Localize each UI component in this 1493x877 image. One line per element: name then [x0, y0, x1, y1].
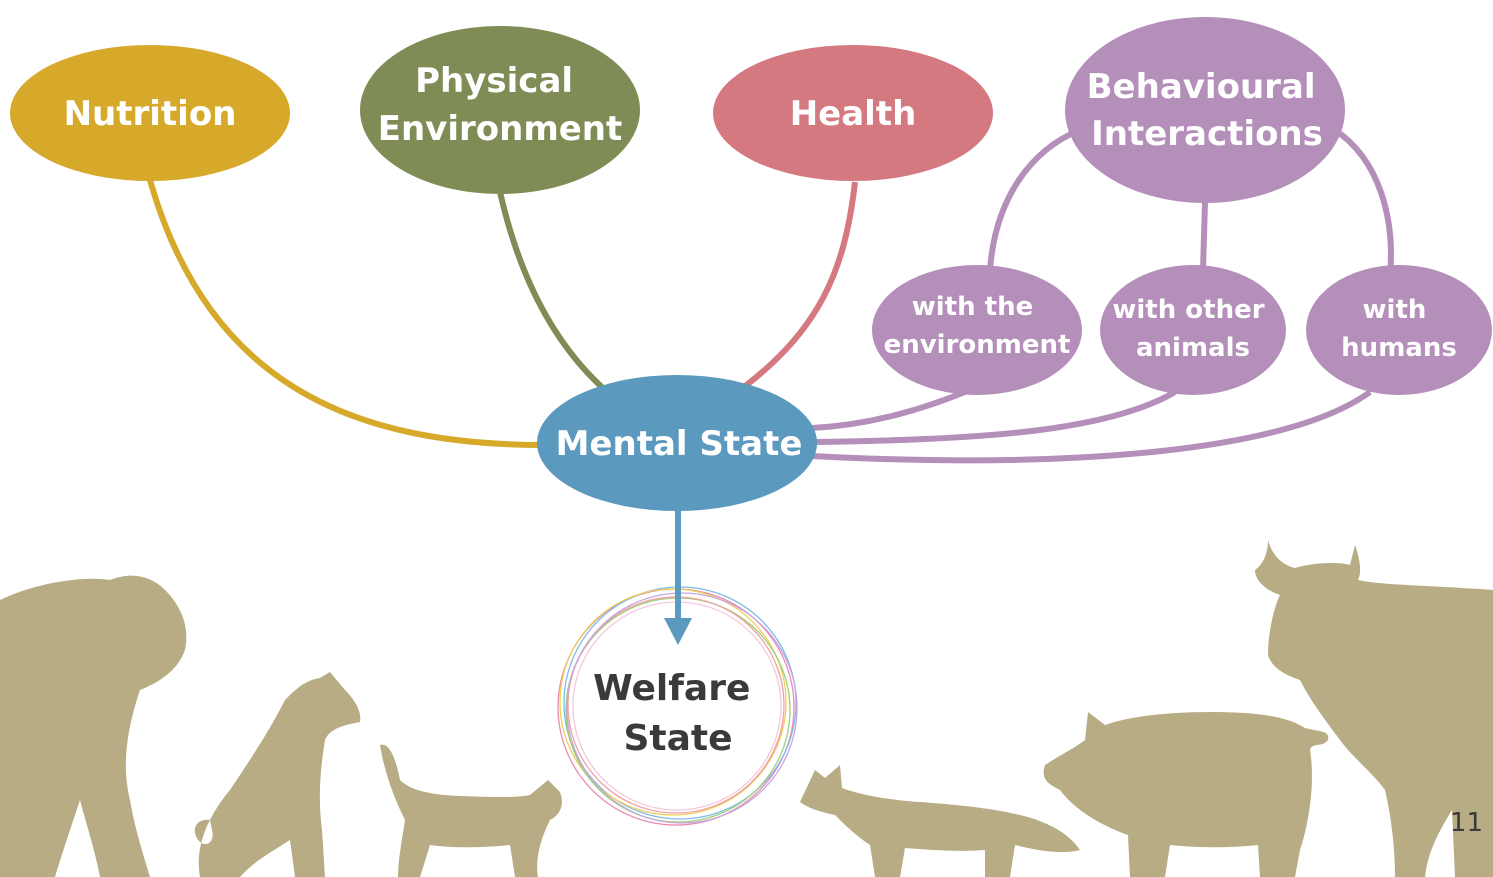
label-with-environment: with the environment — [884, 292, 1071, 360]
label-physical-line-2: Environment — [378, 109, 623, 149]
label-with-animals: with other animals — [1112, 295, 1273, 363]
node-mental-state — [537, 375, 817, 511]
connector-health — [738, 181, 858, 393]
connector-animals-mental — [811, 389, 1177, 445]
dog-silhouette-icon — [194, 672, 361, 877]
label-mental-state: Mental State — [556, 424, 803, 464]
label-with-humans: with humans — [1341, 295, 1457, 363]
fox-silhouette-icon — [800, 765, 1080, 877]
label-health-line-1: Health — [790, 94, 917, 134]
label-with-animals-line-1: with other — [1112, 295, 1264, 325]
connector-behaviour-humans — [1333, 127, 1394, 276]
cat-silhouette-icon — [380, 744, 562, 877]
tiger-silhouette-icon — [0, 575, 187, 877]
label-welfare-line-2: State — [623, 718, 732, 759]
label-welfare-line-1: Welfare — [593, 668, 750, 709]
label-welfare-state: Welfare State — [593, 668, 763, 759]
node-with-environment — [872, 265, 1082, 395]
nodes — [10, 17, 1492, 511]
label-behaviour-line-2: Interactions — [1091, 114, 1323, 154]
welfare-rings — [557, 586, 798, 826]
connector-behaviour-animals — [1200, 201, 1208, 271]
node-with-animals — [1100, 265, 1286, 395]
pig-silhouette-icon — [1043, 712, 1329, 877]
connector-env-mental — [811, 389, 967, 431]
label-mental-line-1: Mental State — [556, 424, 803, 464]
label-with-env-line-2: environment — [884, 330, 1071, 360]
arrow-mental-to-welfare — [664, 505, 692, 645]
arrow-head-icon — [664, 618, 692, 645]
connector-behaviour-env — [987, 127, 1082, 271]
label-with-humans-line-1: with — [1363, 295, 1427, 325]
animal-silhouettes — [0, 540, 1493, 877]
node-labels: Nutrition Physical Environment Health Be… — [64, 61, 1457, 759]
cow-silhouette-icon — [1255, 540, 1493, 877]
label-with-env-line-1: with the — [912, 292, 1034, 322]
node-health — [713, 45, 993, 181]
node-behavioural-interactions — [1065, 17, 1345, 203]
label-behavioural-interactions: Behavioural Interactions — [1087, 67, 1328, 154]
label-nutrition-line-1: Nutrition — [64, 94, 237, 134]
label-physical-environment: Physical Environment — [378, 61, 623, 149]
label-with-animals-line-2: animals — [1136, 333, 1250, 363]
label-health: Health — [790, 94, 917, 134]
welfare-ring-3 — [559, 588, 787, 816]
label-with-humans-line-2: humans — [1341, 333, 1457, 363]
label-nutrition: Nutrition — [64, 94, 237, 134]
connector-physical — [497, 191, 608, 393]
page-number: 11 — [1449, 808, 1483, 838]
node-nutrition — [10, 45, 290, 181]
label-behaviour-line-1: Behavioural — [1087, 67, 1316, 107]
node-physical-environment — [360, 26, 640, 194]
connector-humans-mental — [811, 389, 1372, 464]
welfare-ring-6 — [566, 592, 798, 824]
node-with-humans — [1306, 265, 1492, 395]
connectors — [147, 127, 1394, 464]
connector-nutrition — [147, 179, 546, 448]
label-physical-line-1: Physical — [415, 61, 573, 101]
